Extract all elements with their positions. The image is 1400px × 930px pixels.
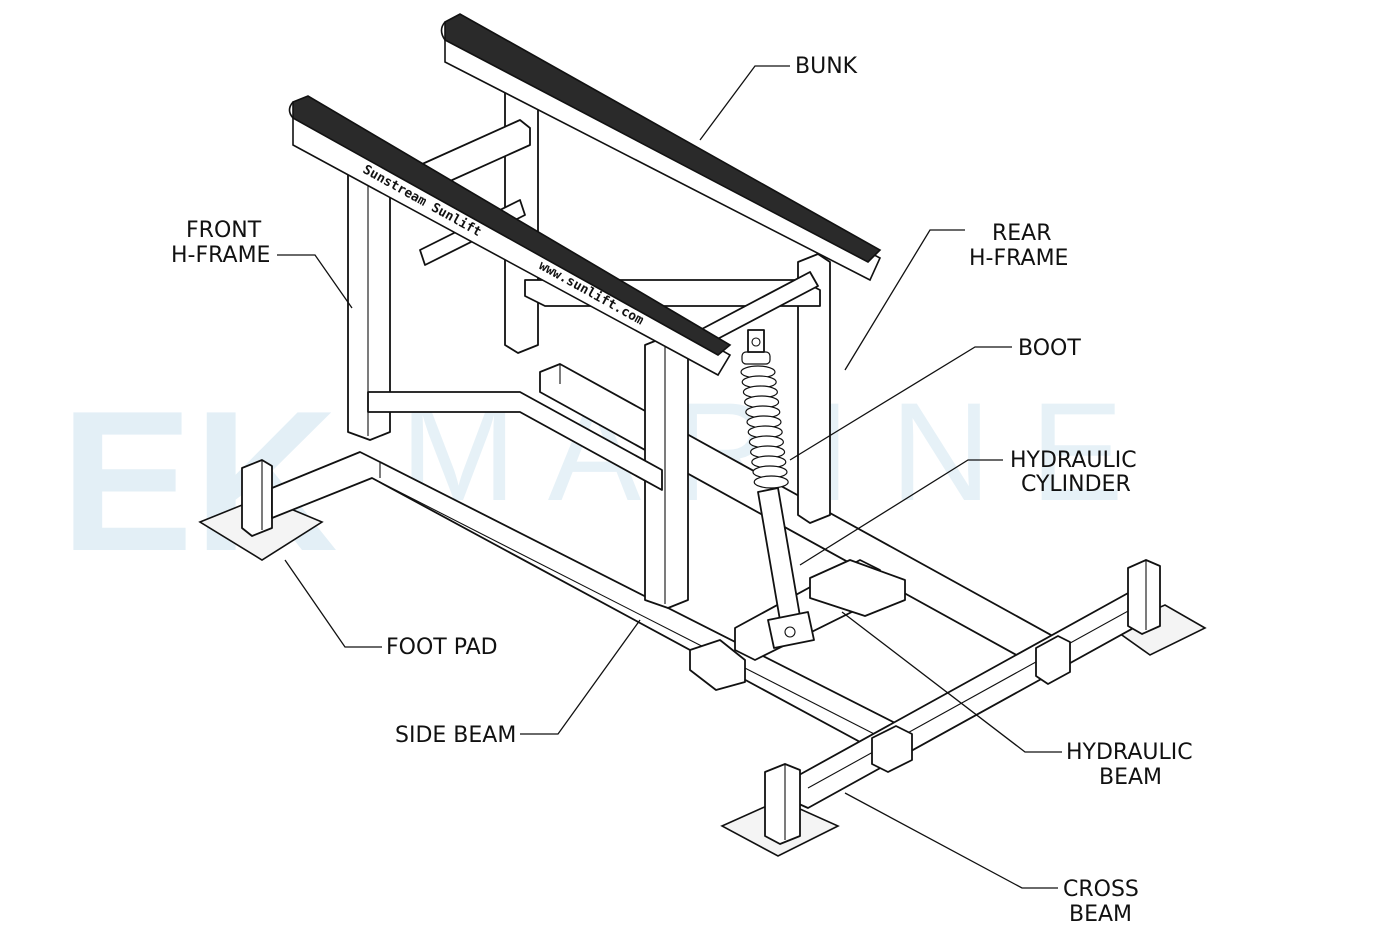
rear-bunk (440, 13, 882, 282)
label-rear-h-frame-line2: H-FRAME (969, 246, 1068, 271)
label-foot-pad: FOOT PAD (386, 635, 498, 660)
post-back-right (1127, 559, 1161, 635)
label-boot: BOOT (1018, 336, 1081, 361)
hydraulic-cylinder (757, 487, 815, 649)
leader-cross-beam (844, 792, 1058, 889)
cross-beam-sleeve-front (871, 725, 913, 773)
leader-hydraulic-cylinder (799, 459, 1003, 566)
leader-rear-h-frame (844, 229, 965, 371)
labels: BUNK FRONT H-FRAME REAR H-FRAME BOOT HYD… (171, 54, 1193, 927)
label-rear-h-frame-line1: REAR (992, 221, 1052, 246)
side-beam-bracket (689, 639, 746, 691)
label-hydraulic-beam-line2: BEAM (1099, 765, 1162, 790)
leader-bunk (699, 65, 790, 141)
label-hydraulic-cylinder-line2: CYLINDER (1021, 472, 1131, 497)
label-front-h-frame-line1: FRONT (186, 218, 262, 243)
post-front-left (241, 459, 273, 537)
post-front-right (764, 763, 801, 845)
leader-front-h-frame (277, 254, 353, 309)
boot-ring (753, 475, 789, 489)
leader-foot-pad (284, 559, 382, 648)
label-side-beam: SIDE BEAM (395, 723, 516, 748)
leader-hydraulic-beam (841, 611, 1062, 753)
cross-beam-sleeve-rear (1035, 635, 1071, 685)
leader-boot (789, 346, 1012, 461)
cylinder-base-mount (767, 611, 815, 649)
leader-side-beam (520, 619, 641, 735)
boot (740, 329, 789, 489)
label-cross-beam-line1: CROSS (1063, 877, 1139, 902)
label-hydraulic-beam-line1: HYDRAULIC (1066, 740, 1193, 765)
label-cross-beam-line2: BEAM (1069, 902, 1132, 927)
label-front-h-frame-line2: H-FRAME (171, 243, 270, 268)
leader-lines (277, 65, 1062, 889)
front-h-frame (347, 161, 819, 609)
label-bunk: BUNK (795, 54, 858, 79)
hydraulic-beam-plate (809, 559, 906, 617)
label-hydraulic-cylinder-line1: HYDRAULIC (1010, 448, 1137, 473)
